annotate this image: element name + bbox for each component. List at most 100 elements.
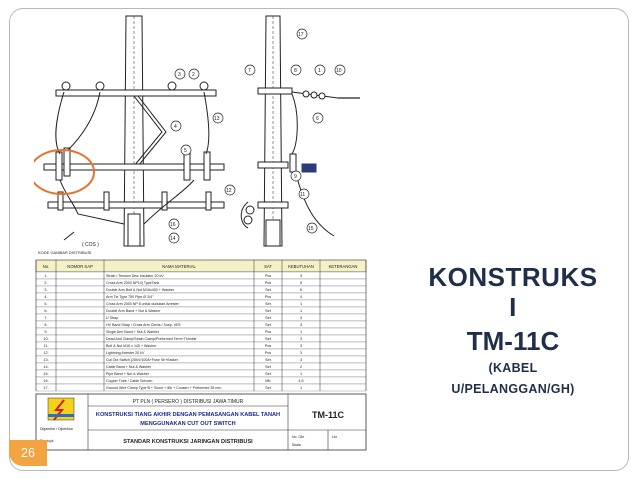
table-cell: Cross Arm 2000 NP 8 untuk dudukan Arrest…	[106, 302, 180, 306]
highlight-circle	[34, 149, 95, 195]
callout-16: 16	[168, 218, 180, 230]
left-callouts: 3 2 4 13 5 16 14	[168, 68, 224, 244]
svg-text:1: 1	[318, 68, 321, 74]
page-number-badge: 26	[9, 440, 47, 466]
table-cell: Cut Out Switch (20kV/100A+Fuse Sh+Braket	[106, 358, 178, 362]
table-cell: 3	[300, 358, 302, 362]
callout-11: 11	[298, 188, 310, 200]
title-line-2: I	[509, 292, 517, 322]
table-cell: Pipe Band + Nut & Washer	[106, 372, 150, 376]
svg-text:7: 7	[248, 68, 251, 74]
table-row	[35, 362, 367, 371]
table-header-cell: No.	[43, 264, 50, 269]
right-callouts: 17 7 8 1 10 6 9 12 11 15	[224, 28, 346, 234]
title-line-3: TM-11C	[466, 326, 560, 356]
table-cell: 2	[300, 365, 302, 369]
table-cell: Set	[265, 302, 272, 306]
svg-text:17: 17	[298, 32, 304, 38]
table-row	[35, 299, 367, 308]
svg-text:8: 8	[294, 68, 297, 74]
table-cell: 4,5	[298, 379, 303, 383]
table-row	[35, 285, 367, 294]
table-cell: 9.	[44, 330, 47, 334]
table-row	[35, 334, 367, 343]
logo-caption: Digambar / Diperiksa	[40, 427, 73, 431]
callout-6: 6	[312, 112, 324, 124]
svg-text:9: 9	[294, 174, 297, 180]
title-line-1: KONSTRUKS	[428, 262, 598, 292]
table-header-cell: NAMA MATERIAL	[162, 264, 196, 269]
table-cell: 3	[300, 323, 302, 327]
svg-text:12: 12	[226, 188, 232, 194]
svg-text:11: 11	[300, 192, 305, 198]
table-cell: 3	[300, 274, 302, 278]
description-line2: MENGGUNAKAN CUT OUT SWITCH	[140, 421, 235, 427]
table-cell: 5	[300, 281, 302, 285]
subtitle-line-1: (KABEL	[488, 361, 538, 375]
table-cell: 4	[300, 295, 302, 299]
svg-text:16: 16	[170, 222, 176, 228]
table-cell: 1	[300, 330, 302, 334]
kode-label: KODE GAMBAR DISTRIBUSI	[38, 250, 91, 255]
table-cell: Mtr	[265, 379, 271, 383]
table-cell: 4.	[44, 295, 47, 299]
table-cell: Bolt & Nut M16 x 140 + Washer	[106, 344, 157, 348]
table-cell: Cable Band + Nut & Washer	[106, 365, 152, 369]
table-cell: 12.	[43, 351, 48, 355]
table-cell: 1	[300, 302, 302, 306]
small-label-2: Lbr	[332, 435, 338, 439]
table-row	[35, 376, 367, 385]
pln-logo	[47, 397, 75, 421]
callout-15: 15	[306, 222, 318, 234]
table-header-cell: KETERANGAN	[329, 264, 358, 269]
table-cell: 15.	[43, 372, 48, 376]
table-cell: 3	[300, 344, 302, 348]
svg-text:4: 4	[174, 124, 177, 130]
construction-drawing: ( COS ) KODE GAMBAR DISTRIBUSI 3 2 4 13 …	[34, 15, 367, 451]
table-cell: 6.	[44, 309, 47, 313]
table-cell: Ground Wire Clamp Type B + Scoot + 8lb +…	[106, 386, 221, 390]
table-header-cell: KEBUTUHAN	[288, 264, 314, 269]
table-row	[35, 306, 367, 315]
table-row	[35, 278, 367, 287]
table-cell: 3	[300, 351, 302, 355]
table-cell: Set	[265, 316, 272, 320]
callout-17: 17	[296, 28, 308, 40]
table-cell: Cross Arm 2000 NP10) TypeTank	[106, 281, 159, 285]
code-label: TM-11C	[312, 410, 345, 420]
table-cell: Pcs	[265, 344, 271, 348]
table-cell: Arm Tie Type 750 Pipe Ø 3/4"	[106, 295, 154, 299]
table-cell: Double Arm Band + Nut & Washer	[106, 309, 161, 313]
table-cell: Set	[265, 323, 272, 327]
table-cell: Set	[265, 337, 272, 341]
table-cell: 13.	[43, 358, 48, 362]
table-cell: 14.	[43, 365, 48, 369]
table-row	[35, 313, 367, 322]
svg-text:13: 13	[214, 116, 220, 122]
table-cell: Set	[265, 288, 272, 292]
callout-4: 4	[170, 120, 182, 132]
table-row	[35, 348, 367, 357]
table-row	[35, 355, 367, 364]
table-cell: Double Arm Bolt & Nut M16x400 + Washer	[106, 288, 175, 292]
table-row	[35, 327, 367, 336]
callout-10: 10	[334, 64, 346, 76]
table-cell: 3	[300, 337, 302, 341]
callout-12: 12	[224, 184, 236, 196]
table-cell: Set	[265, 386, 272, 390]
table-cell: U Strap	[106, 316, 118, 320]
callout-3: 3	[174, 68, 186, 80]
table-cell: 8.	[44, 323, 47, 327]
table-cell: Lightning Arrester 20 kV	[106, 351, 145, 355]
table-cell: 7.	[44, 316, 47, 320]
svg-text:10: 10	[336, 68, 342, 74]
left-pole-view	[43, 15, 225, 247]
table-cell: 5.	[44, 302, 47, 306]
table-cell: Pcs	[265, 295, 271, 299]
table-header-cell: NOMOR SAP	[67, 264, 93, 269]
table-cell: 16.	[43, 379, 48, 383]
standard-label: STANDAR KONSTRUKSI JARINGAN DISTRIBUSI	[123, 439, 253, 445]
table-cell: 10.	[43, 337, 48, 341]
svg-text:5: 5	[184, 148, 187, 154]
callout-1: 1	[314, 64, 326, 76]
